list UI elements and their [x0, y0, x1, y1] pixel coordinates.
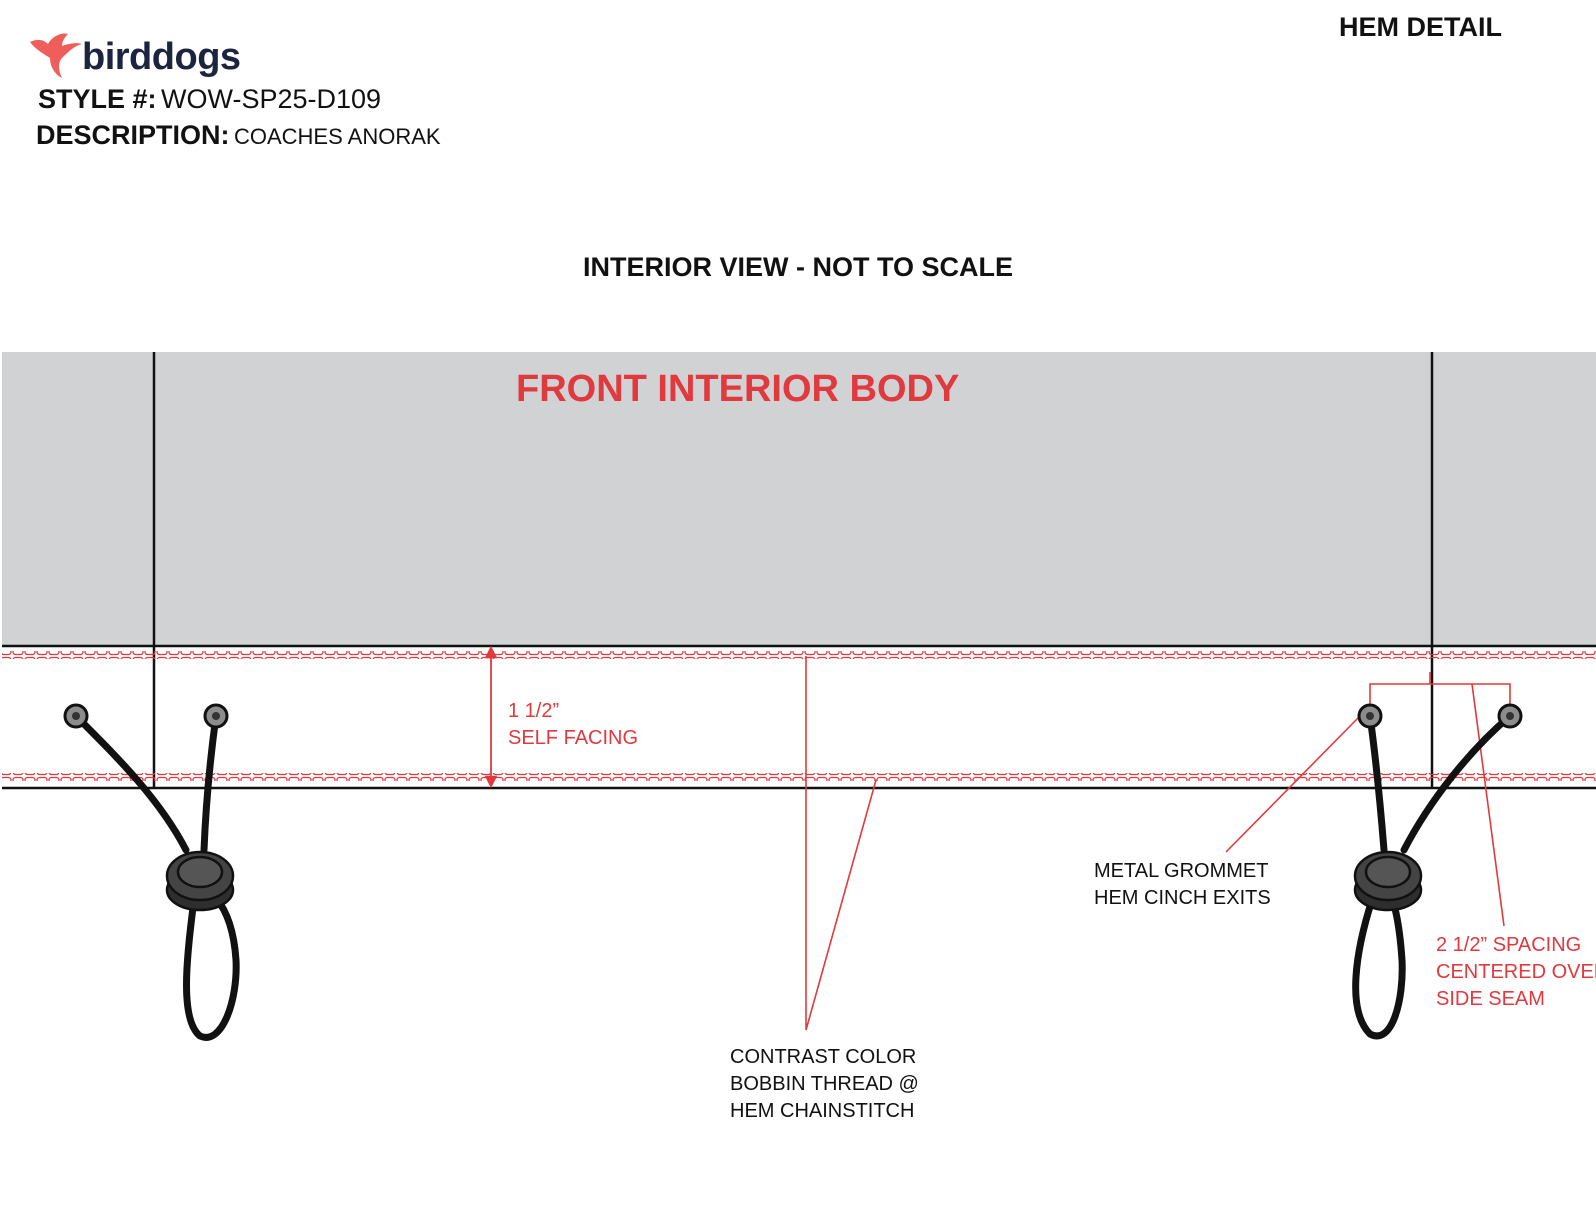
chainstitch-top	[2, 651, 1596, 659]
spacing-bracket	[1369, 683, 1511, 705]
thread-callout: CONTRAST COLOR BOBBIN THREAD @ HEM CHAIN…	[730, 1044, 919, 1125]
grommet-icon	[1357, 703, 1383, 729]
front-interior-body-panel	[2, 352, 1596, 646]
self-facing-callout: 1 1/2” SELF FACING	[508, 698, 638, 752]
chainstitch-bottom	[2, 773, 1596, 781]
style-label: STYLE #:	[38, 84, 157, 114]
callout-line: CENTERED OVER	[1436, 961, 1596, 983]
cord-lock-icon	[1353, 850, 1423, 912]
cord	[1400, 712, 1514, 854]
description-value: COACHES ANORAK	[233, 124, 441, 149]
front-interior-body-label: FRONT INTERIOR BODY	[516, 368, 960, 410]
grommet-icon	[63, 703, 89, 729]
cord-loop	[1352, 894, 1406, 1040]
callout-line: HEM CHAINSTITCH	[730, 1100, 915, 1122]
left-cinch-assembly	[63, 703, 240, 1041]
callout-line: SELF FACING	[508, 727, 639, 749]
cord-lock-icon	[165, 850, 235, 912]
callout-line: BOBBIN THREAD @	[730, 1073, 919, 1095]
callout-line: 2 1/2” SPACING	[1436, 934, 1582, 956]
description-row: DESCRIPTION: COACHES ANORAK	[36, 120, 441, 151]
cord	[72, 712, 190, 854]
bird-logo-icon	[30, 33, 82, 78]
right-cinch-assembly	[1352, 703, 1523, 1040]
cord	[200, 712, 220, 854]
spacing-callout: 2 1/2” SPACING CENTERED OVER SIDE SEAM	[1436, 932, 1596, 1013]
view-title: INTERIOR VIEW - NOT TO SCALE	[582, 252, 1013, 282]
style-row: STYLE #: WOW-SP25-D109	[38, 84, 381, 115]
callout-line: METAL GROMMET	[1094, 860, 1269, 882]
thread-leader	[805, 656, 877, 1031]
grommet-icon	[203, 703, 229, 729]
style-value: WOW-SP25-D109	[160, 84, 382, 114]
cord	[1366, 712, 1388, 854]
callout-line: 1 1/2”	[508, 700, 560, 722]
grommet-callout: METAL GROMMET HEM CINCH EXITS	[1094, 858, 1271, 912]
callout-line: CONTRAST COLOR	[730, 1046, 917, 1068]
sheet-title: HEM DETAIL	[1339, 12, 1502, 42]
callout-line: HEM CINCH EXITS	[1094, 887, 1271, 909]
spacing-leader-a	[1471, 683, 1505, 927]
grommet-icon	[1497, 703, 1523, 729]
callout-line: SIDE SEAM	[1436, 988, 1545, 1010]
description-label: DESCRIPTION:	[36, 120, 230, 150]
cord-loop	[183, 894, 240, 1041]
grommet-leader	[1225, 715, 1361, 853]
brand-name: birddogs	[82, 36, 241, 78]
